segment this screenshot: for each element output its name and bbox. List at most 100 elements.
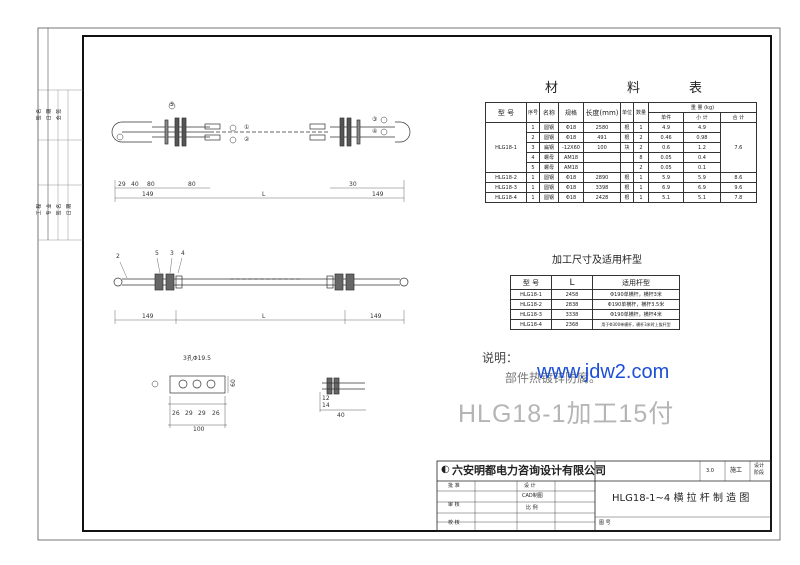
cell: 5.9 <box>683 172 721 183</box>
dim-L-top: L <box>262 191 266 198</box>
side-label-date2: 日 期 <box>66 203 73 216</box>
dim-149-left: 149 <box>142 191 154 198</box>
cell: 9.6 <box>719 182 758 193</box>
side-dim-14: 14 <box>322 402 330 409</box>
handwritten-note: HLG18-1加工15付 <box>458 400 675 428</box>
table-row: 4 螺母 AM18 8 0.05 0.4 <box>486 152 757 163</box>
cell: 5 <box>526 162 540 173</box>
table-row: HLG18-4 1 圆钢 Φ18 2428 根 1 5.1 5.1 7.8 <box>485 192 758 203</box>
cell: 1 <box>633 122 649 133</box>
table-row: HLG18-3 1 圆钢 Φ18 3398 根 1 6.9 6.9 9.6 <box>485 182 758 193</box>
scale-label: 比 例 <box>526 505 538 511</box>
cell: HLG18-3 <box>510 309 552 320</box>
table-row: 2 圆钢 Φ18 491 根 2 0.46 0.98 <box>486 132 757 143</box>
cell: 4.9 <box>647 122 685 133</box>
cad-label: CAD制图 <box>522 493 543 499</box>
watermark-url: www.jdw2.com <box>537 361 670 383</box>
cell: 圆钢 <box>539 132 559 143</box>
table-row: 5 螺母 AM18 2 0.05 0.1 <box>486 162 757 173</box>
mid-callout-3: 3 <box>170 250 174 257</box>
cell: 根 <box>620 132 634 143</box>
notes-label: 说明： <box>482 351 519 365</box>
design-role-label: 设 计 <box>524 483 536 489</box>
dim-80b: 80 <box>188 181 196 188</box>
cell: 块 <box>620 142 634 153</box>
cell: 5.1 <box>683 192 721 203</box>
stage-value: 阶段 <box>754 470 765 476</box>
plate-dim-29b: 29 <box>198 410 206 417</box>
cell: 1 <box>526 192 540 203</box>
cell: 1 <box>526 122 540 133</box>
cell: Φ18 <box>558 122 584 133</box>
cell: -12X60 <box>558 142 584 153</box>
cell: 8.6 <box>719 172 758 183</box>
company-logo-icon: ◐ <box>441 464 450 475</box>
size-table-title: 加工尺寸及适用杆型 <box>552 255 642 266</box>
cell: 圆钢 <box>539 122 559 133</box>
cell: 2580 <box>583 122 621 133</box>
cell: 2 <box>633 162 649 173</box>
cell: 2368 <box>551 319 593 330</box>
rod-side-view <box>113 273 409 291</box>
size-table: 型 号 L 适用杆型 HLG18-1 2458 Φ190单横杆，横杆3米 HLG… <box>510 275 680 330</box>
cell: AM18 <box>558 162 584 173</box>
cell: 2890 <box>583 172 621 183</box>
side-dim-12: 12 <box>322 395 330 402</box>
cell: 0.05 <box>647 162 685 173</box>
size-hdr-length: L <box>551 275 593 290</box>
hdr-sub-weight: 小 计 <box>683 112 721 123</box>
dim-80a: 80 <box>147 181 155 188</box>
cell <box>620 152 634 163</box>
callout-4: ④ <box>372 128 378 135</box>
plate-dim-29a: 29 <box>185 410 193 417</box>
cell-model-main: HLG18-1 <box>485 122 527 173</box>
side-detail <box>319 377 366 412</box>
callout-3: ③ <box>372 116 378 123</box>
cell: HLG18-4 <box>510 319 552 330</box>
cell: 1 <box>526 182 540 193</box>
review-label: 审 核 <box>448 502 460 508</box>
side-label-discipline: 专 业 <box>46 203 53 216</box>
cell: 根 <box>620 182 634 193</box>
hdr-length: 长度(mm) <box>583 102 621 123</box>
cell: 0.6 <box>647 142 685 153</box>
cell: 7.8 <box>719 192 758 203</box>
mid-callout-5: 5 <box>155 250 159 257</box>
table-row: HLG18-4 2368 用于Φ300单横杆，横杆3米时上拔杆型 <box>510 319 680 330</box>
cell: 6.9 <box>647 182 685 193</box>
design-label: 设计 <box>754 463 765 469</box>
rod-top-view <box>111 117 411 147</box>
cell: 5.1 <box>647 192 685 203</box>
cell: Φ190单横杆，横杆3米 <box>592 289 680 300</box>
cell: 2 <box>633 142 649 153</box>
plate-detail <box>151 375 229 428</box>
callout-5-top: ⑤ <box>169 101 175 108</box>
cell: 3338 <box>551 309 593 320</box>
cell: 1.2 <box>683 142 721 153</box>
table-row: HLG18-1 2458 Φ190单横杆，横杆3米 <box>510 289 680 300</box>
table-row: HLG18-1 1 圆钢 Φ18 2580 根 1 4.9 4.9 7.6 <box>485 122 758 173</box>
mid-dim-149-left: 149 <box>142 313 154 320</box>
callout-2: ② <box>244 136 250 143</box>
cell: 100 <box>583 142 621 153</box>
table-row: 3 扁钢 -12X60 100 块 2 0.6 1.2 <box>486 142 757 153</box>
cell: 5.9 <box>647 172 685 183</box>
cell: 根 <box>620 122 634 133</box>
plate-dim-60: 60 <box>229 379 237 387</box>
cell: 扁钢 <box>539 142 559 153</box>
cell: HLG18-4 <box>485 192 527 203</box>
cell: 根 <box>620 172 634 183</box>
drawing-no-label: 图 号 <box>599 520 611 526</box>
cell: 0.05 <box>647 152 685 163</box>
hdr-total-weight: 合 计 <box>719 112 758 123</box>
cell <box>583 152 621 163</box>
notes-line1: 部件热镀锌防腐。 <box>505 371 602 385</box>
cell: Φ18 <box>558 172 584 183</box>
cell: 圆钢 <box>539 182 559 193</box>
cell: 用于Φ300单横杆，横杆3米时上拔杆型 <box>592 319 680 330</box>
cell: HLG18-2 <box>485 172 527 183</box>
callout-1: ① <box>244 124 250 131</box>
side-label-project: 工 程 <box>36 203 43 216</box>
cell: 根 <box>620 192 634 203</box>
cell: 0.4 <box>683 152 721 163</box>
